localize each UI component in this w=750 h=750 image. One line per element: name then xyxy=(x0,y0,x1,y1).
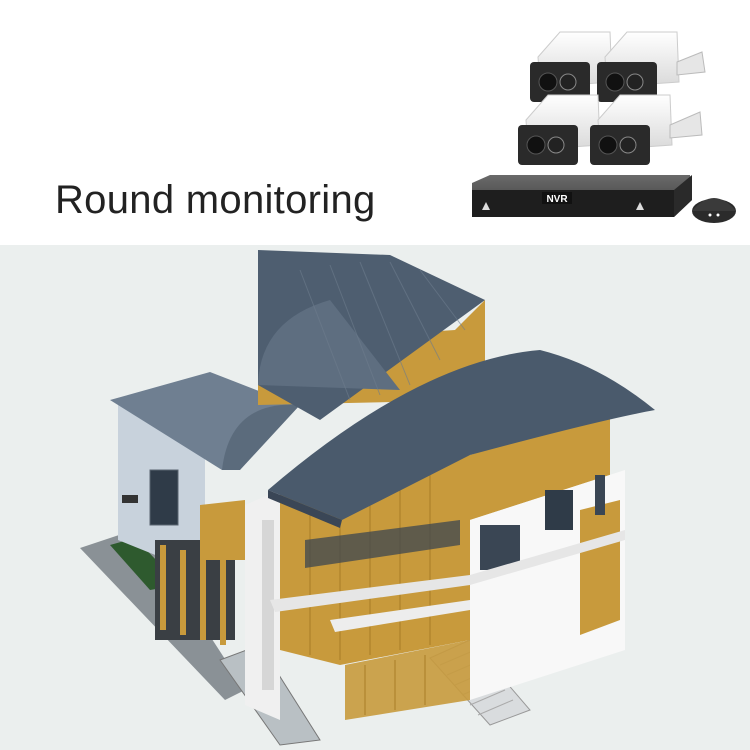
house-illustration xyxy=(80,250,655,746)
camera-icon xyxy=(518,31,706,165)
house-illustration-section xyxy=(0,245,750,750)
svg-text:NVR: NVR xyxy=(546,194,568,205)
header-section: Round monitoring xyxy=(0,0,750,245)
page-title: Round monitoring xyxy=(55,178,376,222)
antenna-icon xyxy=(692,198,736,223)
nvr-icon: NVR xyxy=(472,175,692,217)
camera-kit-image: NVR xyxy=(472,31,736,223)
